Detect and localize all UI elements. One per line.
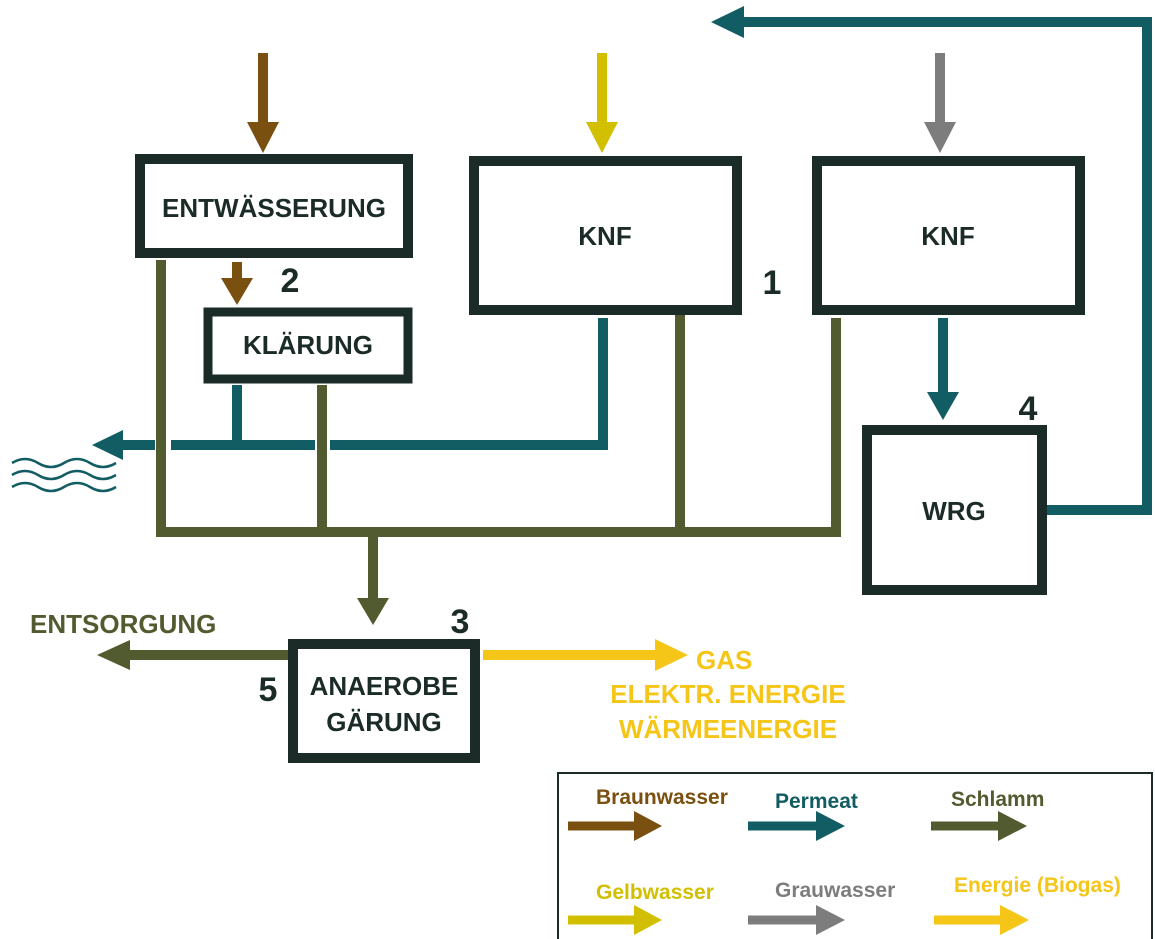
knf-left-label: KNF [578, 221, 631, 251]
input-arrow-grauwasser [924, 53, 956, 153]
step-number-3: 3 [451, 603, 470, 641]
entwaesserung-label: ENTWÄSSERUNG [162, 193, 386, 223]
legend-label-schlamm: Schlamm [951, 788, 1044, 811]
wrg-label: WRG [922, 496, 986, 526]
legend-label-gelbwasser: Gelbwasser [596, 881, 714, 904]
box-klaerung: KLÄRUNG [203, 307, 413, 384]
step-number-2: 2 [281, 262, 300, 300]
input-arrow-braunwasser-to-klaerung [221, 262, 253, 305]
anaerobe-label-line1: ANAEROBE [310, 671, 459, 701]
input-arrow-gelbwasser [586, 53, 618, 153]
legend: Braunwasser Permeat Schlamm Gelbwasser G… [557, 772, 1153, 939]
permeate-arrowhead-return [711, 6, 744, 38]
sludge-lines [125, 260, 841, 660]
legend-item-energie: Energie (Biogas) [934, 874, 1121, 935]
input-arrow-braunwasser [247, 53, 279, 153]
legend-item-gelbwasser: Gelbwasser [568, 881, 714, 935]
box-anaerobe-gaerung: ANAEROBE GÄRUNG [288, 639, 480, 763]
legend-frame [557, 772, 1153, 939]
legend-item-grauwasser: Grauwasser [748, 879, 895, 935]
legend-label-energie: Energie (Biogas) [954, 874, 1121, 897]
sludge-arrowhead-entsorgung [97, 640, 130, 670]
permeate-arrowhead-to-wrg [927, 392, 959, 420]
step-number-1: 1 [763, 264, 782, 302]
step-number-4: 4 [1019, 390, 1038, 428]
permeate-lines [120, 17, 1152, 515]
legend-label-permeat: Permeat [775, 790, 858, 813]
legend-item-schlamm: Schlamm [931, 788, 1044, 841]
box-wrg: WRG [862, 425, 1047, 595]
klaerung-label: KLÄRUNG [243, 330, 373, 360]
legend-item-permeat: Permeat [748, 790, 858, 841]
anaerobe-label-line2: GÄRUNG [326, 707, 442, 737]
water-waves-icon [11, 457, 117, 493]
box-knf-right: KNF [812, 156, 1085, 315]
box-knf-left: KNF [469, 156, 742, 315]
elektr-energie-label: ELEKTR. ENERGIE [610, 679, 845, 709]
permeate-arrowhead-discharge [92, 430, 123, 460]
entsorgung-label: ENTSORGUNG [30, 609, 216, 639]
waermeenergie-label: WÄRMEENERGIE [619, 714, 837, 744]
sludge-arrowhead-to-digester [357, 598, 389, 625]
knf-right-label: KNF [921, 221, 974, 251]
box-entwaesserung: ENTWÄSSERUNG [135, 154, 413, 258]
legend-item-braunwasser: Braunwasser [568, 786, 728, 841]
gas-label: GAS [696, 645, 752, 675]
step-number-5: 5 [259, 671, 278, 709]
legend-label-braunwasser: Braunwasser [596, 786, 728, 809]
legend-label-grauwasser: Grauwasser [775, 879, 895, 902]
energy-output-arrow [483, 639, 688, 671]
